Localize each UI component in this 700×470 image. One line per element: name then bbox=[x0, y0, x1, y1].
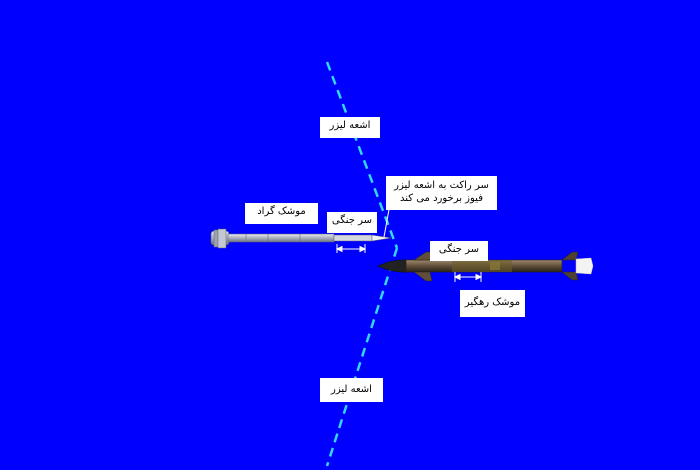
interceptor-missile bbox=[377, 251, 594, 282]
interceptor-missile-label: موشک رهگیر bbox=[460, 290, 525, 317]
laser-beam bbox=[325, 61, 399, 249]
grad-warhead-dimension bbox=[335, 244, 367, 253]
laser-label-top: اشعه لیزر bbox=[320, 117, 380, 138]
grad-missile bbox=[210, 228, 392, 249]
grad-warhead-label: سر جنگی bbox=[327, 212, 377, 233]
grad-missile-label: موشک گراد bbox=[245, 203, 318, 224]
fuze-impact-label: سر راکت به اشعه لیزر فیوز برخورد می کند bbox=[386, 176, 497, 210]
interceptor-warhead-label: سر جنگی bbox=[430, 241, 488, 261]
laser-beam-lower bbox=[325, 247, 399, 467]
interceptor-warhead-dimension bbox=[453, 272, 483, 282]
laser-label-bottom: اشعه لیزر bbox=[320, 378, 383, 402]
